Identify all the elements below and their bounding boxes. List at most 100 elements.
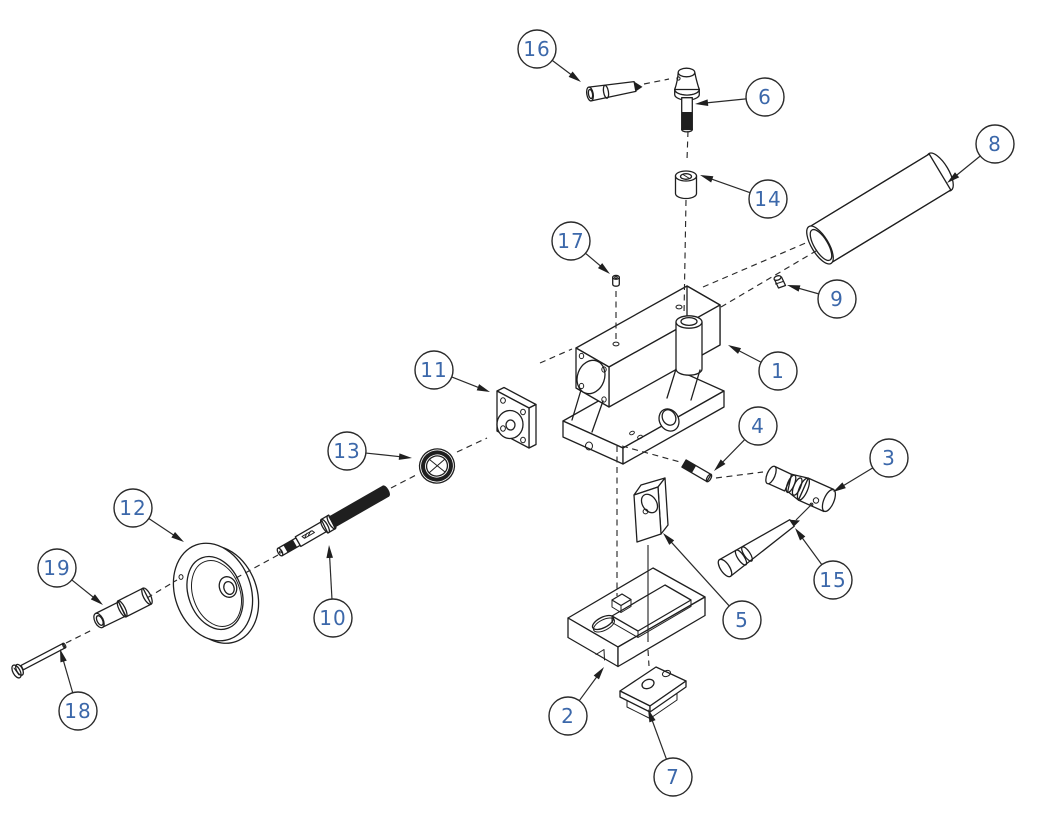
leader-arrowhead: [695, 99, 709, 106]
part-base-plate: [567, 567, 706, 668]
part-handwheel-screw: [11, 642, 67, 679]
part-handle-pin: [585, 80, 643, 102]
balloon-number: 8: [988, 132, 1002, 156]
part-cam-handle-lever: [717, 519, 800, 578]
part-end-plate: [496, 386, 537, 449]
balloon-circle: [975, 124, 1015, 164]
part-set-screw-side: [773, 275, 787, 289]
leader-arrowhead: [398, 453, 412, 460]
balloon-circle: [869, 438, 909, 478]
balloon-number: 6: [758, 85, 772, 109]
centerline: [795, 503, 813, 521]
leader-arrowhead: [171, 532, 184, 542]
centerline: [146, 579, 178, 599]
balloon-number: 12: [119, 496, 146, 520]
balloon-circle: [313, 598, 353, 638]
leader-arrowhead: [947, 172, 960, 183]
balloon-8: 8: [947, 124, 1015, 183]
centerline: [720, 250, 817, 308]
balloon-circle: [758, 351, 798, 391]
centerline: [643, 78, 670, 85]
leader-arrowhead: [700, 175, 714, 183]
balloon-circle: [817, 279, 857, 319]
leader-arrowhead: [833, 482, 846, 492]
balloon-circle: [548, 696, 588, 736]
centerline: [456, 437, 488, 453]
balloon-11: 11: [414, 350, 490, 392]
balloon-15: 15: [795, 528, 853, 600]
centerline: [390, 473, 419, 489]
balloon-number: 5: [735, 608, 749, 632]
balloon-circle: [414, 350, 454, 390]
balloon-14: 14: [700, 175, 788, 219]
leader-arrowhead: [60, 649, 67, 663]
balloon-1: 1: [728, 345, 798, 391]
centerline: [683, 199, 687, 316]
leader-line: [665, 535, 730, 607]
part-t-nut: [619, 666, 687, 719]
part-set-screw-top: [612, 274, 620, 287]
balloon-10: 10: [313, 545, 353, 638]
balloon-number: 11: [420, 358, 447, 382]
part-quill-cylinder: [806, 152, 954, 265]
balloon-circle: [748, 179, 788, 219]
balloon-12: 12: [113, 488, 184, 542]
leader-arrowhead: [663, 533, 675, 545]
balloon-4: 4: [714, 406, 778, 471]
leader-arrowhead: [795, 528, 806, 541]
balloon-circle: [813, 560, 853, 600]
part-tailstock-body: [562, 285, 725, 465]
balloon-circle: [722, 600, 762, 640]
part-clamp-block: [633, 477, 669, 543]
balloon-circle: [113, 488, 153, 528]
balloon-number: 4: [751, 414, 765, 438]
balloon-17: 17: [551, 221, 610, 274]
centerline: [65, 628, 95, 644]
leader-arrowhead: [597, 263, 610, 274]
centerline: [235, 554, 279, 579]
balloon-circle: [37, 548, 77, 588]
centerline: [647, 649, 650, 667]
centerline: [702, 241, 809, 288]
leader-arrowhead: [90, 594, 103, 605]
balloon-18: 18: [58, 649, 98, 731]
balloon-number: 18: [64, 699, 91, 723]
assembly-centerlines: [65, 78, 817, 667]
balloon-2: 2: [548, 667, 604, 736]
balloon-5: 5: [663, 533, 762, 640]
part-cam-lock-shaft: [765, 465, 837, 513]
part-handwheel: [172, 542, 260, 644]
balloon-9: 9: [787, 279, 857, 319]
balloon-number: 2: [561, 704, 575, 728]
balloon-number: 13: [333, 439, 360, 463]
leader-arrowhead: [593, 667, 604, 680]
balloon-number: 14: [754, 187, 781, 211]
balloon-3: 3: [833, 438, 909, 492]
part-clamp-pin: [681, 459, 713, 483]
balloon-circle: [551, 221, 591, 261]
centerline: [715, 471, 764, 479]
balloon-number: 10: [319, 606, 346, 630]
leader-arrowhead: [648, 709, 656, 723]
centerline: [539, 348, 573, 364]
balloon-13: 13: [327, 431, 412, 471]
balloon-circle: [745, 77, 785, 117]
balloon-number: 7: [666, 765, 680, 789]
leader-arrowhead: [714, 459, 726, 471]
part-spacer-nut: [674, 170, 698, 200]
balloon-number: 17: [557, 229, 584, 253]
balloon-circle: [738, 406, 778, 446]
balloon-19: 19: [37, 548, 103, 605]
balloon-number: 16: [523, 37, 550, 61]
part-bearing: [418, 448, 456, 484]
balloon-7: 7: [648, 709, 693, 797]
part-clamp-bolt: [674, 67, 700, 133]
centerline: [686, 130, 689, 161]
leader-arrowhead: [326, 545, 334, 559]
balloon-circle: [327, 431, 367, 471]
part-lead-screw: [276, 485, 390, 557]
balloon-number: 3: [882, 446, 896, 470]
leader-arrowhead: [568, 71, 581, 82]
